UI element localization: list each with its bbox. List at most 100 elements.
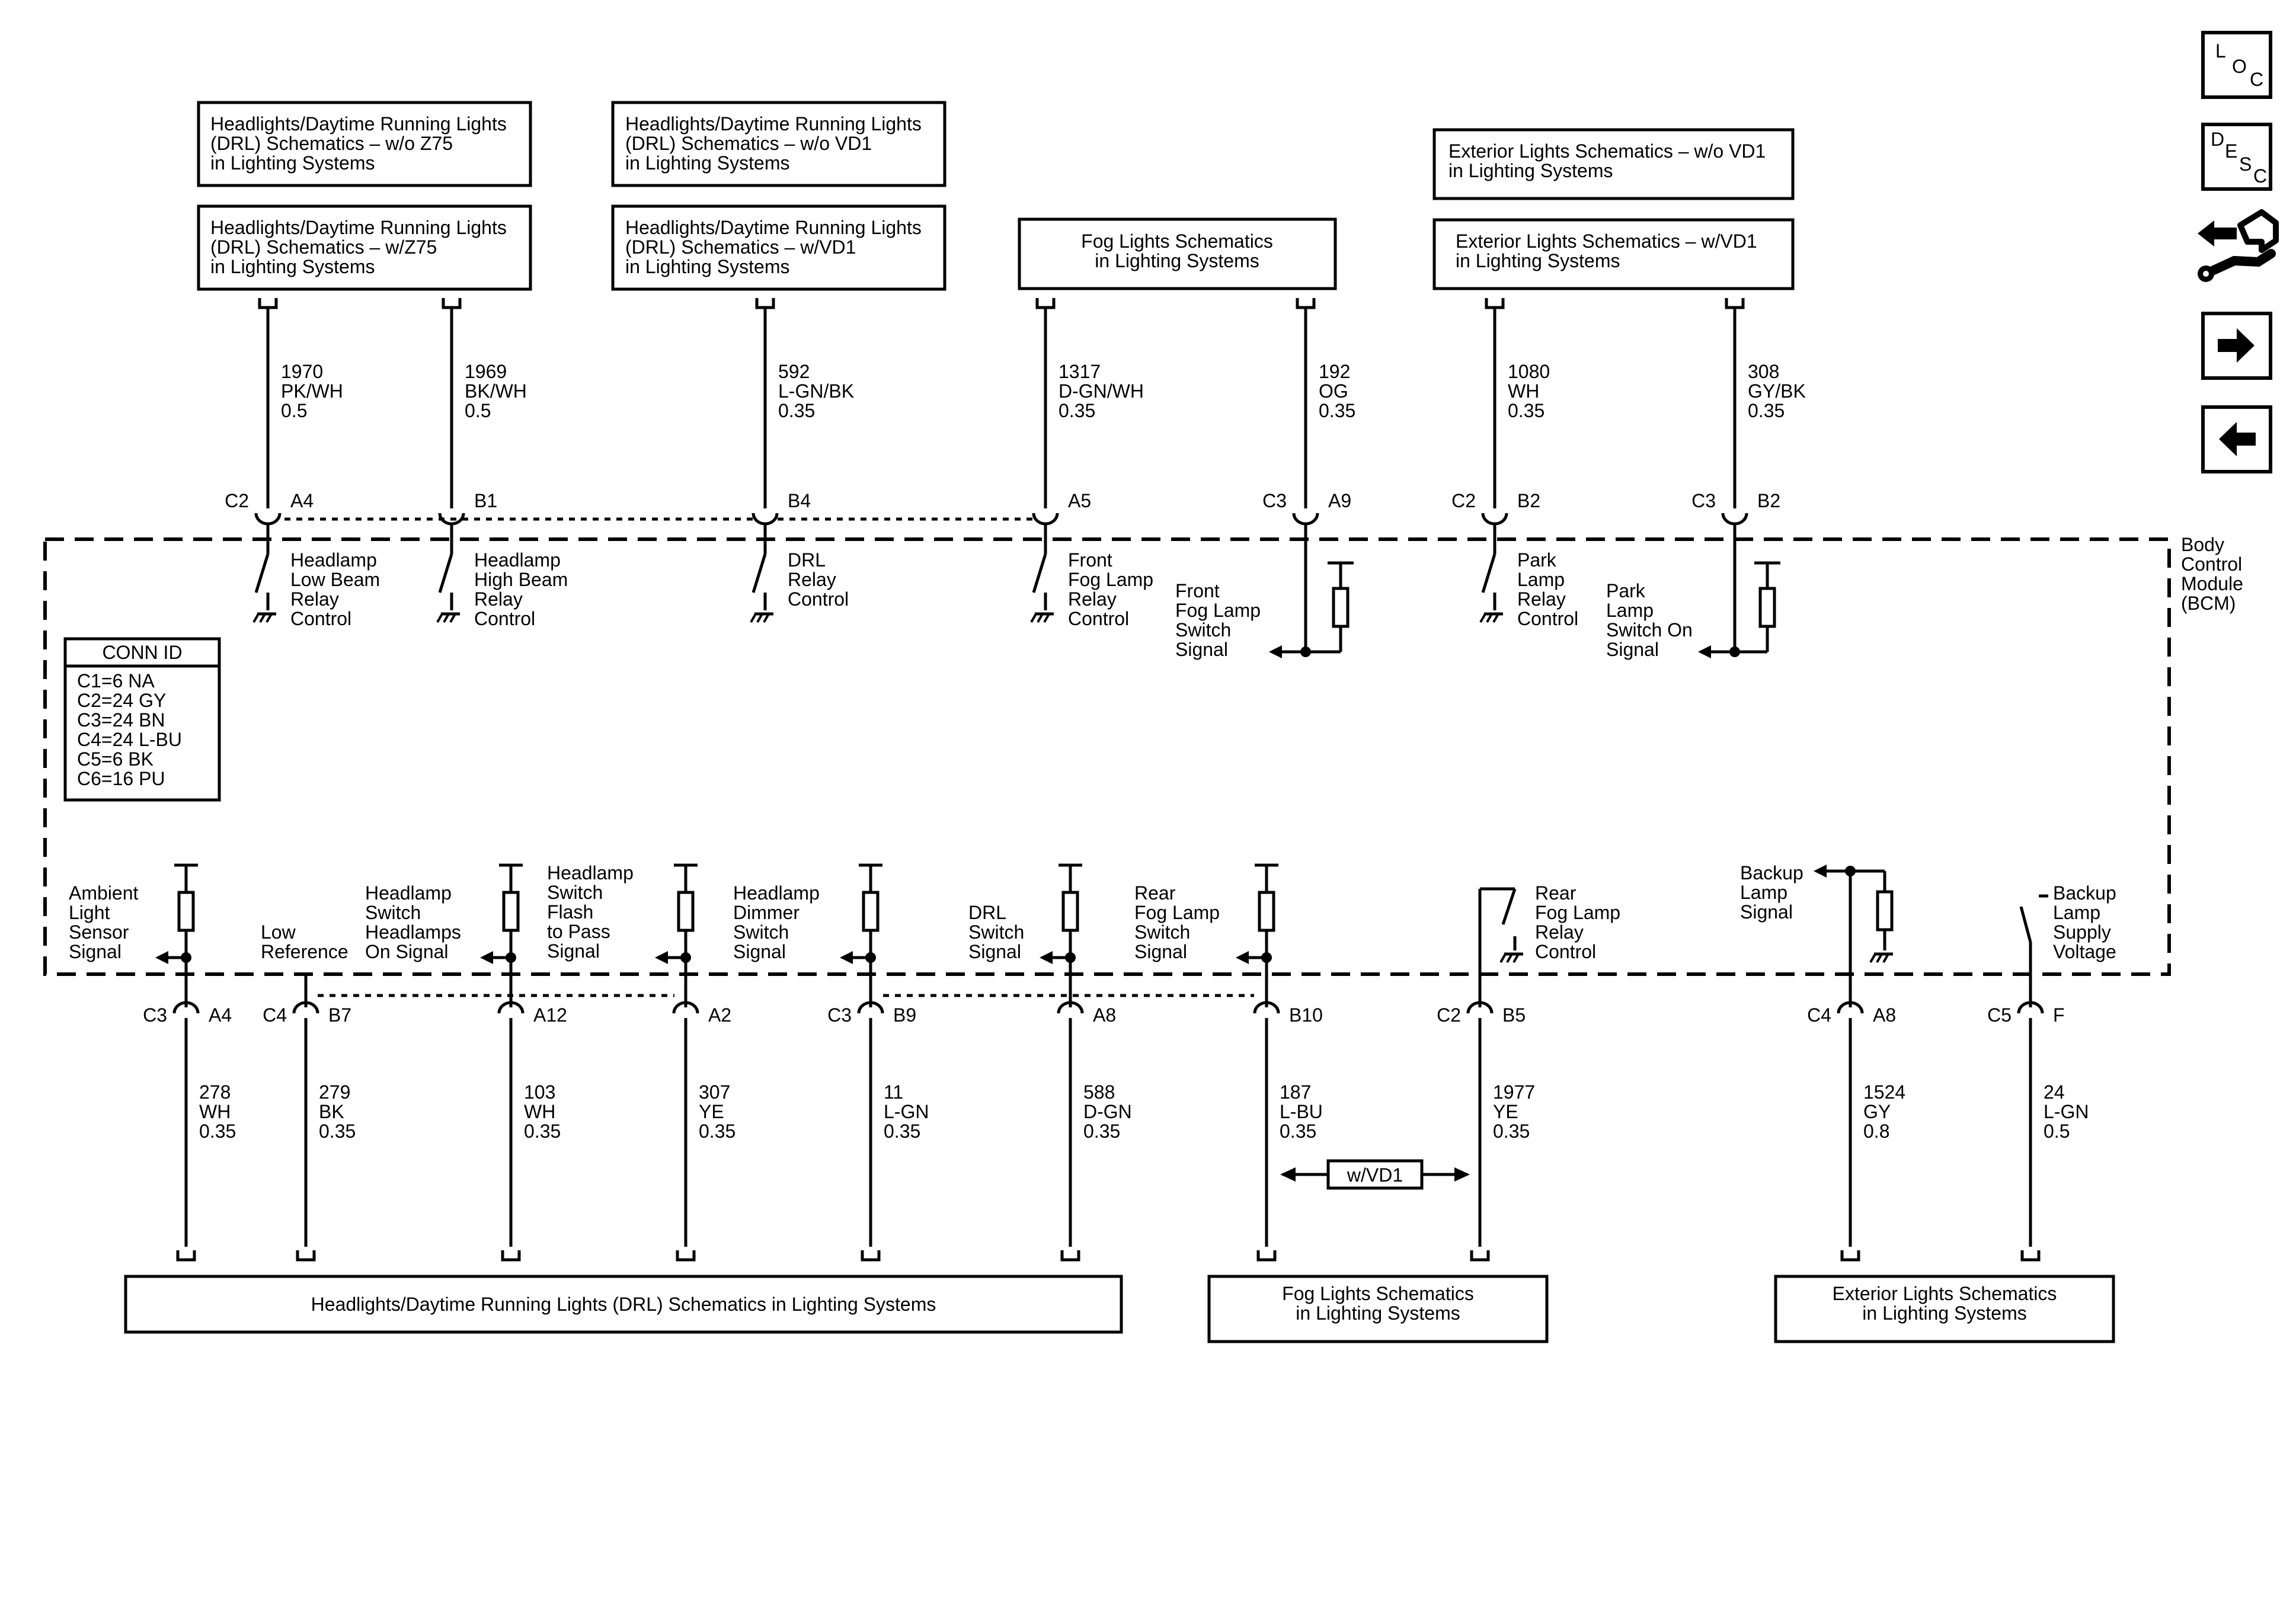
junction-dot [1261, 952, 1272, 963]
wire-spec: D-GN/WH [1059, 380, 1144, 402]
arrow-right-icon [2218, 328, 2255, 363]
circuit-label: Switch On [1606, 619, 1693, 641]
reference-box [197, 204, 532, 291]
option-arrow [1280, 1167, 1296, 1182]
wire-spec: L-BU [1280, 1101, 1323, 1122]
wire-spec: 0.35 [884, 1121, 920, 1142]
pin-id: A12 [533, 1004, 567, 1026]
conn-id-row: C6=16 PU [77, 768, 165, 789]
connector-id: C2 [1451, 490, 1476, 511]
loc-letter: C [2250, 69, 2264, 90]
circuit-label: Fog Lamp [1175, 600, 1261, 621]
previous-page-button[interactable] [2201, 405, 2272, 473]
bcm-pin [1253, 1001, 1280, 1014]
connector-id: C4 [263, 1004, 287, 1026]
circuit-label: Switch [1175, 619, 1231, 641]
bcm-pin [438, 513, 465, 526]
circuit-label: Relay [1535, 921, 1584, 943]
connector-id: C4 [1807, 1004, 1831, 1026]
junction-dot [680, 952, 691, 963]
wire-spec: 1969 [465, 361, 507, 382]
circuit-label: Low Beam [290, 569, 380, 590]
wire-spec: 1317 [1059, 361, 1101, 382]
circuit-label: DRL [968, 902, 1006, 923]
circuit-label: Backup [1740, 862, 1803, 884]
ground-symbol [1869, 953, 1876, 963]
wire-spec: OG [1319, 380, 1348, 402]
option-tag: w/VD1 [1347, 1164, 1403, 1186]
reference-box-text: Headlights/Daytime Running Lights [210, 217, 507, 238]
reference-box-text: Exterior Lights Schematics – w/o VD1 [1448, 140, 1766, 162]
ground-symbol [1492, 613, 1499, 623]
pin-id: B2 [1517, 490, 1540, 511]
connector-id: C2 [1437, 1004, 1461, 1026]
pull-down-resistor [1876, 890, 1894, 932]
signal-arrow [1814, 865, 1827, 878]
bcm-boundary [43, 537, 2171, 976]
wire-spec: 192 [1319, 361, 1350, 382]
circuit-label: Rear [1134, 882, 1176, 904]
bcm-pin [2017, 1001, 2044, 1014]
conn-id-row: C4=24 L-BU [77, 729, 182, 750]
circuit-label: Fog Lamp [1134, 902, 1220, 923]
signal-arrow [480, 951, 493, 964]
circuit-label: Lamp [1740, 882, 1787, 903]
circuit-label: Switch [733, 921, 789, 943]
circuit-label: Switch [365, 902, 421, 923]
junction-dot [865, 952, 876, 963]
pin-id: A9 [1328, 490, 1351, 511]
wire-spec: WH [1508, 380, 1539, 402]
relay-switch [1481, 553, 1496, 593]
connector-id: C3 [143, 1004, 167, 1026]
wire-spec: 11 [884, 1081, 903, 1103]
wire-spec: 0.35 [1748, 400, 1785, 421]
location-button[interactable]: L O C [2201, 31, 2272, 99]
circuit-label: Front [1175, 580, 1220, 601]
bcm-label: (BCM) [2181, 593, 2236, 614]
harness-connector [501, 1250, 521, 1262]
loc-letter: O [2232, 56, 2247, 77]
next-page-button[interactable] [2201, 312, 2272, 380]
pin-id: A4 [290, 490, 314, 511]
ground-symbol [266, 613, 273, 623]
wire-spec: D-GN [1083, 1101, 1132, 1122]
wire-spec: 278 [199, 1081, 231, 1103]
ground-symbol [1486, 613, 1493, 623]
wire-spec: 1970 [281, 361, 323, 382]
ground-symbol [1499, 953, 1507, 963]
wire-spec: YE [1493, 1101, 1518, 1122]
wire-spec: 308 [1748, 361, 1779, 382]
pin-id: B1 [474, 490, 497, 511]
repair-procedures-button[interactable] [2193, 207, 2282, 287]
circuit-label: Flash [547, 901, 593, 923]
bcm-pin [1837, 1001, 1864, 1014]
circuit-label: Dimmer [733, 902, 800, 923]
reference-box-text: in Lighting Systems [1296, 1302, 1460, 1324]
bcm-pin [1721, 513, 1748, 526]
option-arrow [1454, 1167, 1470, 1182]
ground-symbol [763, 613, 770, 623]
wire-spec: 0.35 [1493, 1121, 1530, 1142]
reference-box [611, 204, 946, 291]
pull-up-resistor [1061, 891, 1079, 932]
description-button[interactable]: D E S C [2201, 123, 2272, 191]
bcm-pin [292, 1001, 319, 1014]
wire-spec: 0.35 [319, 1121, 356, 1142]
pin-id: F [2053, 1004, 2065, 1026]
circuit-label: Front [1068, 549, 1112, 571]
wire-spec: 187 [1280, 1081, 1311, 1103]
circuit-label: Signal [1175, 639, 1228, 660]
circuit-label: Control [290, 608, 351, 629]
bcm-pin [172, 1001, 200, 1014]
reference-box-text: in Lighting Systems [210, 152, 375, 174]
circuit-label: Sensor [69, 921, 129, 943]
reference-box-text: Headlights/Daytime Running Lights [625, 217, 922, 238]
harness-connector [1035, 298, 1056, 309]
reference-box-text: Exterior Lights Schematics – w/VD1 [1456, 231, 1757, 252]
reference-box-text: (DRL) Schematics – w/o VD1 [625, 133, 872, 154]
connector-id: C2 [225, 490, 249, 511]
circuit-label: Signal [1740, 901, 1793, 923]
reference-box [611, 101, 946, 187]
wire-spec: 0.35 [1083, 1121, 1120, 1142]
